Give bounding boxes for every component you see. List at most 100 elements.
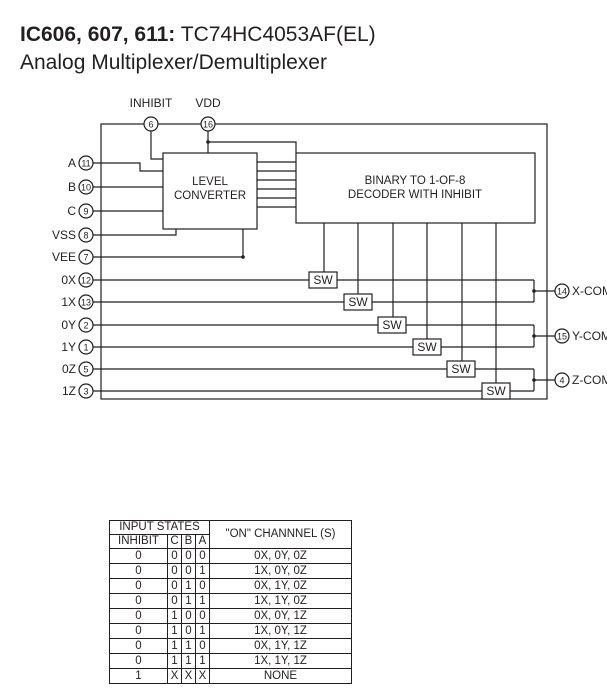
table-cell: 0: [195, 608, 210, 624]
column-header-inhibit: INHIBIT: [109, 534, 168, 549]
pin-label-0y: 0Y: [61, 318, 76, 332]
table-cell: X: [195, 668, 210, 684]
table-cell: 0X, 1Y, 0Z: [209, 578, 352, 594]
switch-label: SW: [348, 295, 368, 309]
table-cell: 0: [167, 593, 182, 609]
switch-box: [446, 360, 476, 378]
table-cell: NONE: [209, 668, 352, 684]
table-cell: 1X, 1Y, 1Z: [209, 653, 352, 669]
switch-box: [412, 338, 442, 356]
table-cell: 0: [109, 563, 168, 579]
table-cell: 0: [109, 578, 168, 594]
ic-outline: [100, 123, 548, 400]
table-row: 1 X X X NONE: [109, 668, 352, 684]
table-cell: 0: [167, 548, 182, 564]
table-cell: 1: [167, 653, 182, 669]
table-cell: 0: [181, 623, 196, 639]
table-cell: 0: [109, 548, 168, 564]
decoder-block: [295, 152, 536, 224]
table-cell: 0X, 0Y, 1Z: [209, 608, 352, 624]
pin-label-y-com: Y-COM: [572, 329, 607, 343]
pin-number: 12: [81, 276, 91, 286]
table-cell: 0: [181, 608, 196, 624]
table-cell: 0: [109, 638, 168, 654]
table-row: 0 0 1 1 1X, 1Y, 0Z: [109, 593, 352, 609]
pin-number: 9: [83, 207, 88, 217]
table-cell: 1: [109, 668, 168, 684]
pin-number: 16: [203, 120, 213, 130]
pin-label-z-com: Z-COM: [572, 373, 607, 387]
table-cell: 0: [195, 638, 210, 654]
pin-label-vdd: VDD: [195, 96, 221, 110]
table-cell: 1: [195, 563, 210, 579]
table-cell: 0X, 1Y, 1Z: [209, 638, 352, 654]
table-cell: 0: [167, 578, 182, 594]
level-converter-label-1: LEVEL: [192, 176, 228, 188]
pin-label-vss: VSS: [52, 228, 76, 242]
table-row: 0 1 0 0 0X, 0Y, 1Z: [109, 608, 352, 624]
input-states-header: INPUT STATES: [109, 520, 210, 535]
table-cell: X: [181, 668, 196, 684]
table-cell: 0: [181, 563, 196, 579]
ic-reference: IC606, 607, 611:: [20, 23, 176, 46]
page-title: IC606, 607, 611: TC74HC4053AF(EL): [20, 22, 376, 48]
pin-label-vee: VEE: [52, 250, 76, 264]
table-cell: 1X, 1Y, 0Z: [209, 593, 352, 609]
decoder-label-2: DECODER WITH INHIBIT: [348, 189, 482, 201]
switch-box: [308, 271, 338, 289]
pin-number: 13: [81, 298, 91, 308]
table-cell: X: [167, 668, 182, 684]
level-converter-label-2: CONVERTER: [174, 190, 246, 202]
part-number: TC74HC4053AF(EL): [180, 23, 376, 46]
right-pins: 14 X-COM 15 Y-COM 4 Z-COM: [554, 283, 607, 388]
table-row: 0 0 0 1 1X, 0Y, 0Z: [109, 563, 352, 579]
decoder-label-1: BINARY TO 1-OF-8: [365, 175, 466, 187]
table-cell: 0: [195, 548, 210, 564]
pin-label-c: C: [67, 204, 76, 218]
table-row: 0 1 1 0 0X, 1Y, 1Z: [109, 638, 352, 654]
block-diagram: SW SW SW SW SW SW LEVEL CONVERTER BINARY…: [52, 96, 607, 400]
table-row: 0 0 1 0 0X, 1Y, 0Z: [109, 578, 352, 594]
pin-number: 1: [83, 343, 88, 353]
table-cell: 0X, 0Y, 0Z: [209, 548, 352, 564]
pin-label-0x: 0X: [61, 273, 76, 287]
table-cell: 1: [167, 608, 182, 624]
pin-number: 11: [81, 159, 90, 169]
pin-label-inhibit: INHIBIT: [130, 96, 173, 110]
truth-table: INPUT STATES "ON" CHANNNEL (S) INHIBIT C…: [109, 520, 352, 684]
pin-number: 2: [83, 321, 88, 331]
table-cell: 1: [181, 653, 196, 669]
pin-number: 3: [83, 387, 88, 397]
pin-label-1y: 1Y: [61, 340, 76, 354]
pin-label-a: A: [68, 156, 76, 170]
table-cell: 1X, 0Y, 1Z: [209, 623, 352, 639]
table-cell: 1: [195, 653, 210, 669]
table-cell: 1: [167, 623, 182, 639]
pin-number: 5: [83, 365, 88, 375]
table-cell: 1: [167, 638, 182, 654]
pin-number: 6: [148, 120, 153, 130]
pin-number: 14: [557, 287, 567, 297]
table-row: 0 1 1 1 1X, 1Y, 1Z: [109, 653, 352, 669]
table-header-row: INPUT STATES "ON" CHANNNEL (S): [109, 520, 352, 549]
pin-label-0z: 0Z: [62, 362, 76, 376]
table-cell: 0: [167, 563, 182, 579]
level-converter-block: [162, 152, 258, 230]
table-cell: 0: [109, 593, 168, 609]
table-cell: 0: [109, 653, 168, 669]
pin-number: 4: [559, 376, 564, 386]
switch-label: SW: [382, 318, 402, 332]
switch-label: SW: [417, 340, 437, 354]
on-channel-header: "ON" CHANNNEL (S): [209, 520, 352, 549]
pin-number: 7: [83, 253, 88, 263]
switch-label: SW: [451, 362, 471, 376]
switch-box: [377, 316, 407, 334]
switch-label: SW: [486, 384, 506, 398]
table-cell: 1: [181, 638, 196, 654]
table-cell: 1: [181, 593, 196, 609]
pin-number: 10: [81, 183, 91, 193]
column-header-c: C: [167, 534, 182, 549]
switch-box: [481, 382, 511, 400]
pin-number: 8: [83, 231, 88, 241]
table-cell: 0: [109, 608, 168, 624]
